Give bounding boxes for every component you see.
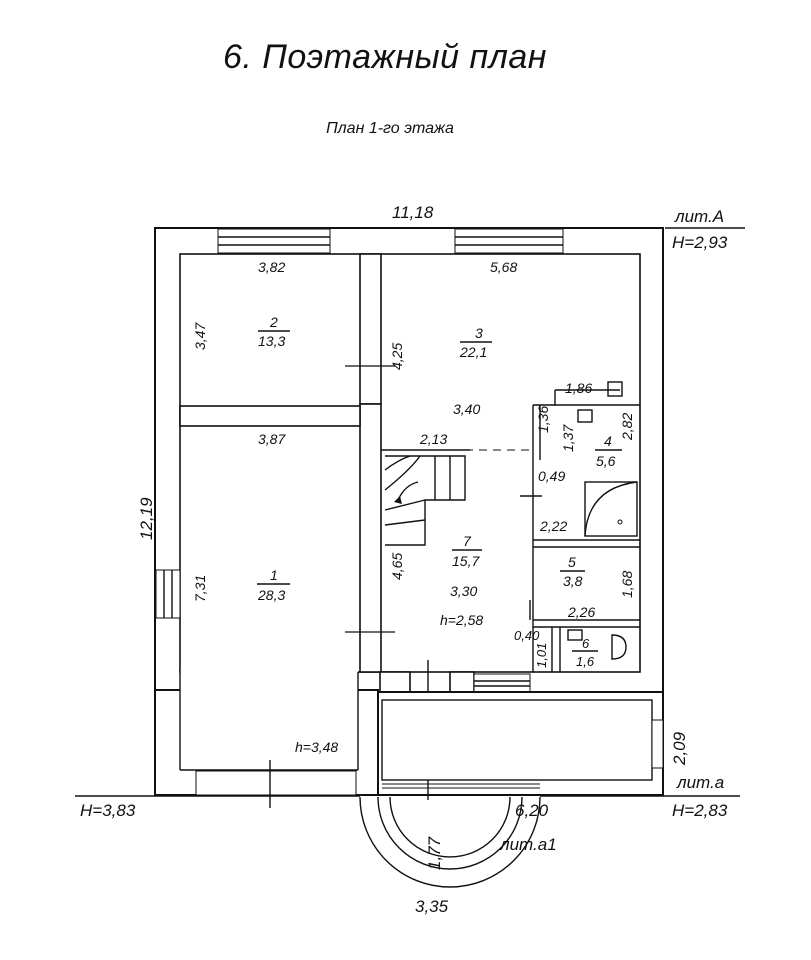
room-3-width2: 3,40 [453,401,480,417]
room-3-area: 22,1 [459,344,487,360]
room-3-number: 3 [475,325,483,341]
room-7-width: 3,30 [450,583,477,599]
floor-subtitle: План 1-го этажа [326,120,454,137]
room-6-width: 0,40 [514,628,540,643]
letter-porch-label: лит.а1 [499,835,557,854]
toilet-icon [611,634,627,660]
page-title: 6. Поэтажный план [222,38,547,76]
porch [359,796,541,888]
room-4-number: 4 [604,433,612,449]
room-4-area: 5,6 [596,453,616,469]
room-6-number: 6 [582,636,590,651]
room-2-width: 3,82 [258,259,285,275]
room-6-area: 1,6 [576,654,595,669]
room-2-area: 13,3 [258,333,285,349]
room-4-offset: 1,36 [535,406,551,433]
height-main-label: H=2,93 [672,233,728,252]
overall-height-label: 12,19 [137,497,156,540]
room-4-width2: 2,22 [539,518,567,534]
room-1-width: 3,87 [258,431,286,447]
room-4-length2: 1,37 [560,424,576,452]
room-3-width: 5,68 [490,259,517,275]
window [454,228,564,254]
room-7-offset: 0,49 [538,468,565,484]
window [155,569,181,619]
room-5-width: 2,26 [567,604,595,620]
room-1-number: 1 [270,567,278,583]
room-5-area: 3,8 [563,573,583,589]
porch-width-label: 3,35 [415,897,449,916]
room-7-length: 4,65 [389,553,405,580]
room-5-length: 1,68 [619,571,635,598]
height-left-label: H=3,83 [80,801,136,820]
room-3-length: 4,25 [389,343,405,370]
room-2-number: 2 [269,314,278,330]
window [195,770,357,796]
annex-depth-label: 2,09 [670,731,689,766]
room-7-area: 15,7 [452,553,480,569]
annex-width-label: 6,20 [515,801,549,820]
sink-icon [567,629,583,641]
room-1-length: 7,31 [192,575,208,602]
room-1-height: h=3,48 [295,739,338,755]
sink-icon [577,409,593,423]
porch-radius-label: 1,77 [425,836,444,870]
room-2-length: 3,47 [192,322,208,350]
letter-annex-label: лит.а [676,773,724,792]
height-annex-label: H=2,83 [672,801,728,820]
room-7-height: h=2,58 [440,612,483,628]
overall-width-label: 11,18 [392,203,434,222]
room-7-width2: 2,13 [419,431,447,447]
letter-main-label: лит.А [674,207,724,226]
window [217,228,331,254]
room-6-length: 1,01 [534,643,549,668]
room-1-area: 28,3 [257,587,285,603]
staircase-icon [384,455,466,546]
sink-icon [607,381,623,397]
room-7-number: 7 [463,533,472,549]
room-4-length: 2,82 [619,413,635,441]
room-5-number: 5 [568,554,576,570]
interior-outline [179,253,641,673]
room-4-width: 1,86 [565,380,592,396]
